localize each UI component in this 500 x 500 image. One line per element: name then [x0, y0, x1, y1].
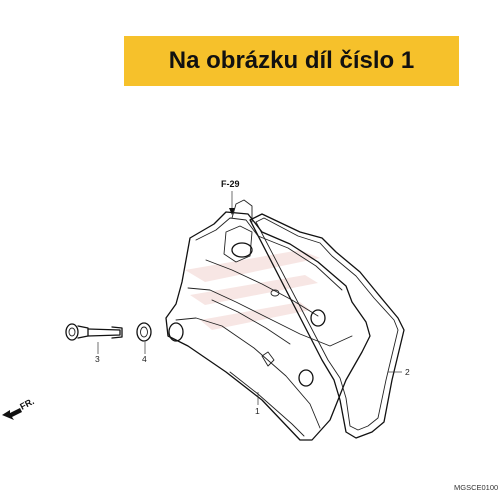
bolt — [65, 323, 123, 341]
cover-notch — [261, 351, 275, 367]
cover-boss-bottom — [298, 369, 314, 387]
cover-lower-edge — [229, 371, 305, 437]
reference-label: F-29 — [221, 179, 240, 189]
cover-window — [223, 225, 253, 263]
head-cover — [165, 199, 371, 441]
front-label: FR. — [18, 396, 35, 412]
cover-boss-right — [310, 309, 326, 327]
washer-outer — [136, 322, 152, 342]
washer-inner — [140, 326, 148, 338]
cover-boss-left — [168, 322, 184, 342]
diagram-code: MGSCE0100 — [454, 483, 498, 492]
bolt-head-inner — [68, 327, 76, 337]
cover-side-rim — [175, 317, 321, 429]
front-marker: FR. — [2, 396, 36, 420]
callout-1: 1 — [255, 406, 260, 416]
washer — [136, 322, 152, 342]
bolt-thread — [111, 326, 123, 339]
callout-2: 2 — [405, 367, 410, 377]
gasket-inner — [255, 217, 399, 431]
cover-body — [165, 211, 371, 441]
cover-top-rim — [195, 217, 343, 291]
front-arrow-icon — [2, 408, 22, 420]
banner: Na obrázku díl číslo 1 — [124, 36, 459, 86]
cover-rib-1 — [205, 259, 319, 317]
callout-3: 3 — [95, 354, 100, 364]
cover-boss-top — [231, 242, 253, 258]
reference-arrow — [229, 208, 235, 215]
cover-hole-mid — [270, 289, 280, 297]
bolt-shank — [87, 328, 121, 337]
callout-4: 4 — [142, 354, 147, 364]
cover-ridge — [187, 287, 353, 347]
banner-text: Na obrázku díl číslo 1 — [168, 47, 415, 74]
bolt-collar — [77, 325, 89, 339]
watermark-wing — [185, 250, 320, 330]
cover-breather — [231, 199, 253, 223]
bolt-head — [65, 323, 79, 341]
cover-rib-2 — [211, 299, 291, 345]
